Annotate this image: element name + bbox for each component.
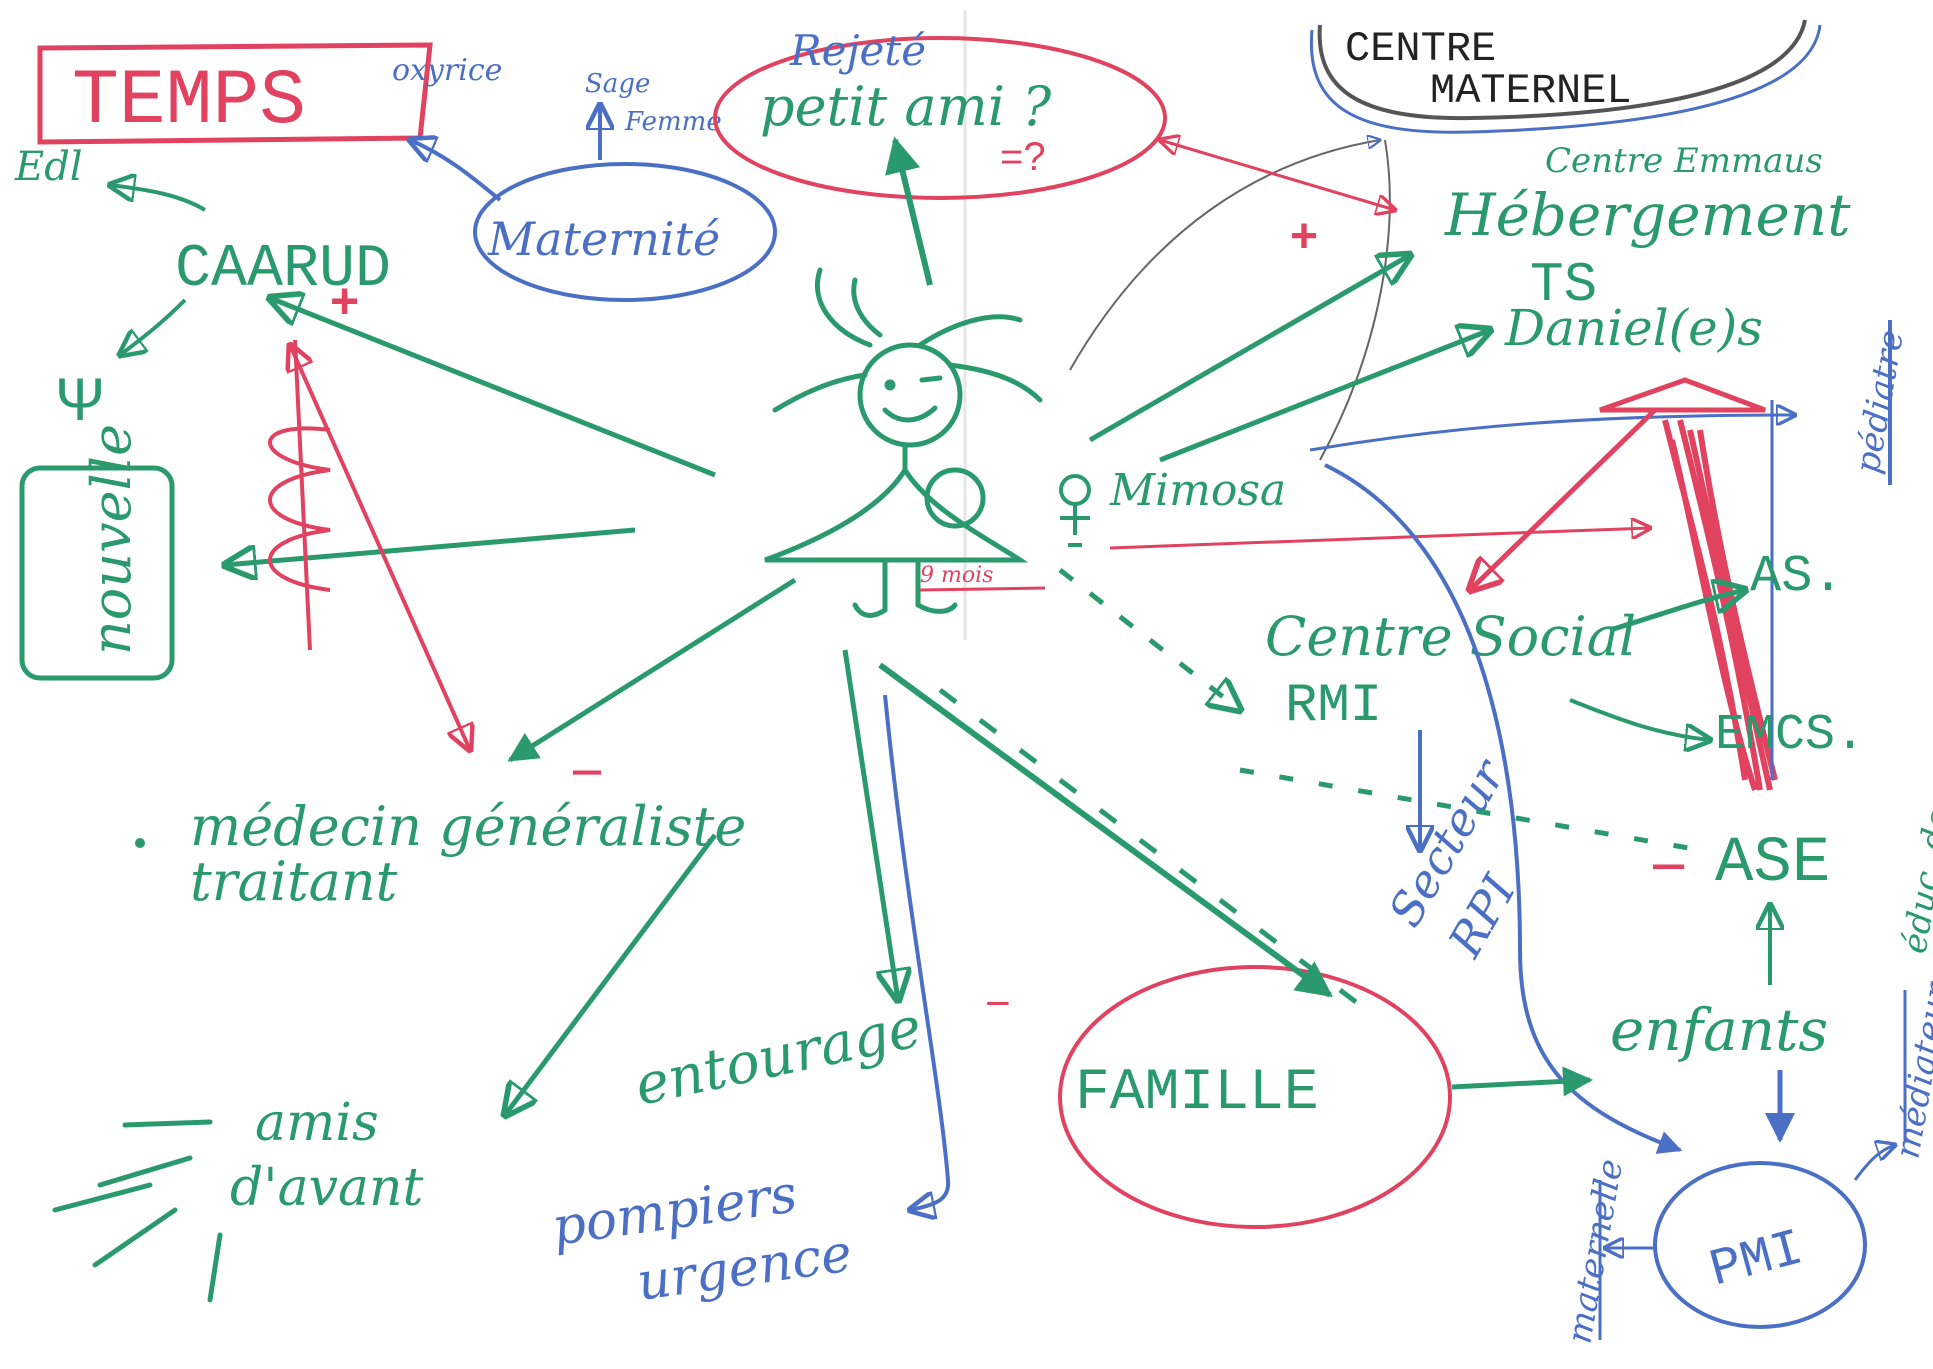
figure-legs bbox=[852, 557, 958, 618]
figure-hair bbox=[772, 267, 1043, 413]
medecin-minus: − bbox=[570, 740, 604, 805]
amis-rays bbox=[52, 1119, 223, 1303]
medecin-label: médecin généraliste bbox=[190, 795, 746, 858]
rejection-label: Rejeté bbox=[789, 26, 926, 75]
enfants-label: enfants bbox=[1610, 996, 1828, 1064]
mimosa-label: Mimosa bbox=[1109, 465, 1286, 516]
equalish-label: =? bbox=[1000, 135, 1046, 179]
daniel-label: Daniel(e)s bbox=[1504, 299, 1763, 357]
nouvelle-label: nouvelle bbox=[80, 424, 143, 655]
figure-belly-baby bbox=[924, 467, 986, 529]
figure-smile bbox=[882, 405, 938, 423]
nouvelle-box bbox=[19, 465, 175, 681]
nine-months-label: 9 mois bbox=[920, 563, 993, 588]
temps-label: TEMPS bbox=[72, 58, 306, 146]
red-caarud-medecin-arrow bbox=[290, 345, 470, 750]
figure-to-caarud-arrow bbox=[270, 298, 716, 478]
pmi-to-mediateur-arrow bbox=[1853, 1145, 1895, 1181]
amis-label: amis bbox=[255, 1093, 379, 1153]
edl-label: Edl bbox=[14, 144, 83, 190]
medecin-bullet bbox=[135, 838, 145, 848]
famille-to-enfants-arrow bbox=[1451, 1066, 1593, 1097]
red-triangle-top bbox=[1599, 377, 1766, 413]
petit-ami-ellipse bbox=[713, 36, 1167, 200]
figure-to-nouvelle-arrow bbox=[225, 527, 636, 565]
figure-to-pompiers-arrow bbox=[883, 694, 951, 1210]
figure-to-amis-arrow bbox=[505, 833, 717, 1115]
maternite-right-label: maternelle bbox=[1559, 1156, 1631, 1347]
rmi-label: RMI bbox=[1285, 676, 1382, 737]
figure-to-petit-ami-arrow bbox=[885, 136, 933, 286]
caarud-to-psi-arrow bbox=[120, 298, 187, 355]
ase-minus: − bbox=[1650, 830, 1687, 902]
mimosa-to-as-red-arrow bbox=[1109, 528, 1650, 550]
petit-ami-to-hebergement-arrow bbox=[1160, 140, 1395, 210]
entourage-minus: − bbox=[985, 979, 1011, 1028]
pmi-label: PMI bbox=[1704, 1219, 1810, 1300]
famille-label: FAMILLE bbox=[1075, 1061, 1319, 1126]
maternite-to-temps-arrow bbox=[410, 140, 502, 202]
emcs-label: EMCS. bbox=[1715, 707, 1865, 764]
figure-head bbox=[857, 342, 963, 448]
famille-ellipse bbox=[1058, 965, 1452, 1229]
hebergement-plus: + bbox=[1290, 210, 1318, 263]
figure-to-hebergement-arrow bbox=[1088, 255, 1410, 443]
figure-eye-right bbox=[919, 375, 943, 383]
figure-dress bbox=[764, 467, 1029, 563]
mimosa-baby-icon bbox=[1059, 474, 1091, 547]
caarud-plus: + bbox=[330, 273, 359, 329]
pediatre-label: pédiatre bbox=[1847, 327, 1912, 477]
mediateur-label: médiateur bbox=[1887, 978, 1933, 1161]
centre-social-label: Centre Social bbox=[1265, 605, 1636, 668]
figure-to-centre-maternel-thin-arrow bbox=[1069, 140, 1380, 371]
red-arrow-to-centre-social bbox=[1470, 408, 1657, 590]
traitant-label: traitant bbox=[190, 850, 398, 913]
nine-months-underline bbox=[919, 586, 1046, 592]
amis-davant-label: d'avant bbox=[230, 1158, 423, 1218]
mimosa-to-pediatre-arrow bbox=[1309, 415, 1795, 452]
oxyrice-label: oxyrice bbox=[392, 53, 502, 88]
figure-to-medecin-arrow bbox=[507, 577, 797, 763]
ts-label: TS bbox=[1530, 253, 1597, 317]
petit-ami-label: petit ami ? bbox=[760, 75, 1052, 138]
centre-maternel-bowl bbox=[1317, 19, 1807, 121]
centre-maternel-label-2: MATERNEL bbox=[1430, 67, 1632, 115]
figure-to-famille-dashed bbox=[938, 688, 1382, 1022]
centre-emmaus-label: Centre Emmaus bbox=[1545, 141, 1823, 181]
centre-maternel-label-1: CENTRE bbox=[1345, 25, 1496, 73]
red-zigzag-arrow bbox=[268, 339, 331, 651]
educ-label: éduc. de bbox=[1894, 806, 1933, 957]
centre-social-to-emcs-arrow bbox=[1569, 698, 1710, 740]
entourage-label: entourage bbox=[629, 995, 927, 1119]
caarud-to-edl-arrow bbox=[110, 185, 207, 212]
figure-to-rmi-arrow bbox=[1058, 568, 1240, 710]
figure-eye-left bbox=[884, 379, 896, 391]
figure-to-daniel-arrow bbox=[1159, 330, 1490, 463]
sage-femme-label-2: Femme bbox=[624, 107, 722, 137]
as-label: AS. bbox=[1750, 547, 1844, 606]
centre-social-to-as-arrow bbox=[1609, 590, 1745, 633]
sage-femme-label-1: Sage bbox=[585, 69, 650, 99]
ase-label: ASE bbox=[1715, 828, 1830, 900]
figure-to-entourage-arrow bbox=[842, 649, 898, 1000]
maternite-ellipse bbox=[473, 162, 777, 302]
psi-symbol: Ψ bbox=[55, 366, 105, 433]
pmi-ellipse bbox=[1653, 1161, 1867, 1329]
hebergement-label: Hébergement bbox=[1444, 181, 1851, 249]
figure-to-famille-arrow bbox=[878, 662, 1333, 998]
maternite-label: Maternité bbox=[487, 212, 720, 266]
centre-social-to-pmi-arrow bbox=[1324, 463, 1683, 1154]
pregnant-woman-figure bbox=[764, 267, 1043, 618]
centre-maternel-bowl-outer bbox=[1309, 24, 1822, 134]
